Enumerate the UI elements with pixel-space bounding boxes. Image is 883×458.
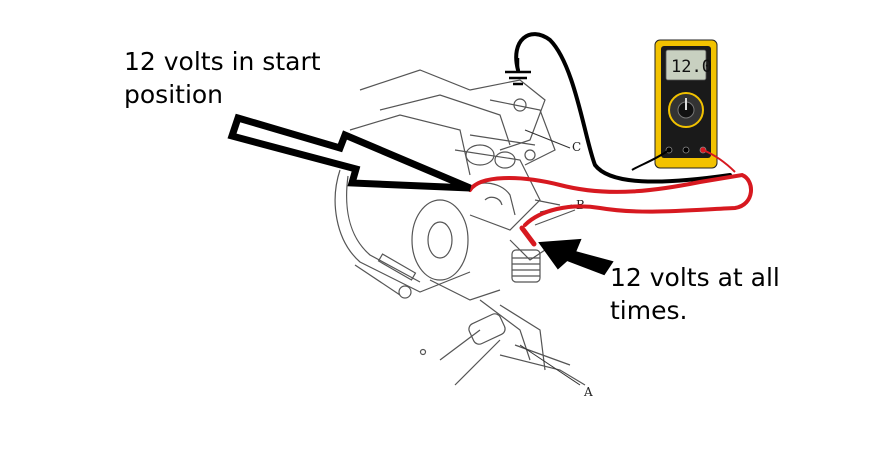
callout-all-times: 12 volts at all times. xyxy=(610,263,780,325)
ground-icon xyxy=(505,58,531,86)
meter-display xyxy=(665,49,707,81)
part-label-c: C xyxy=(572,140,581,154)
callout-start-position: 12 volts in start position xyxy=(124,47,321,109)
starter-motor-drawing xyxy=(334,69,586,386)
meter-reading: 12.0 xyxy=(671,57,712,77)
multimeter: 12.0 xyxy=(631,39,736,173)
probe-wire xyxy=(468,172,753,227)
start-position-arrow xyxy=(227,113,472,192)
ground-wire xyxy=(514,32,732,184)
part-label-a: A xyxy=(583,385,593,399)
all-times-arrow xyxy=(538,238,614,276)
probe-tip xyxy=(519,225,537,247)
